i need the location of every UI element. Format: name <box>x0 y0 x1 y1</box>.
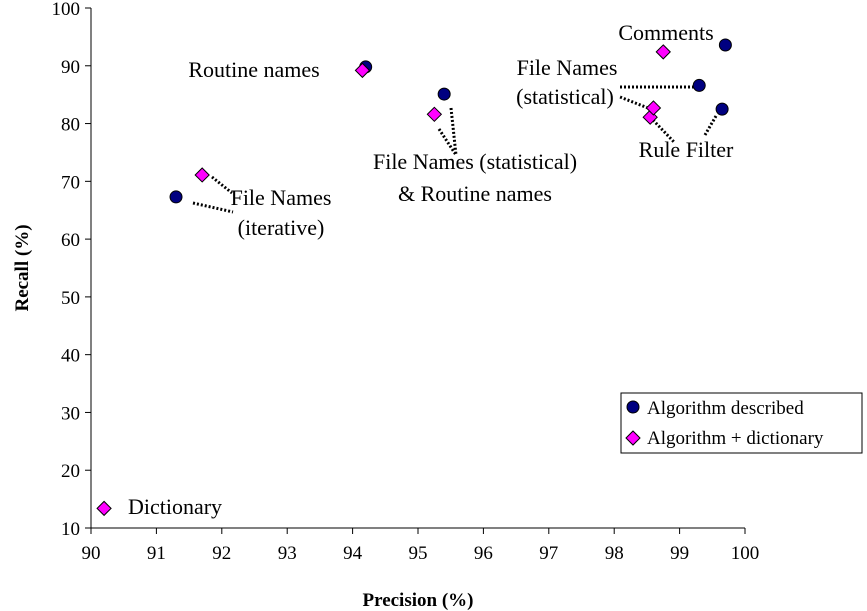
scatter-point-diamond <box>655 44 671 60</box>
x-tick-label: 98 <box>605 543 624 564</box>
x-tick-label: 95 <box>409 543 428 564</box>
scatter-point-circle <box>692 78 706 92</box>
scatter-point-diamond <box>96 500 112 517</box>
point-annotation: File Names <box>231 185 332 210</box>
y-tick-label: 90 <box>61 57 80 78</box>
scatter-point-circle <box>169 190 183 204</box>
point-annotation: Rule Filter <box>639 137 734 162</box>
x-tick-label: 91 <box>147 543 166 564</box>
y-tick-label: 40 <box>61 346 80 367</box>
y-axis-title: Recall (%) <box>12 224 33 311</box>
legend-box <box>620 392 863 454</box>
x-tick-label: 97 <box>539 543 558 564</box>
point-annotation: Dictionary <box>128 494 222 519</box>
scatter-point-diamond <box>426 106 443 123</box>
scatter-point-diamond <box>645 100 662 116</box>
point-annotation: (statistical) <box>516 84 614 109</box>
y-tick-label: 70 <box>61 172 80 193</box>
data-marks <box>96 38 732 517</box>
y-tick-label: 10 <box>61 519 80 540</box>
x-tick-label: 94 <box>343 543 363 564</box>
axis-ticks: 90 91 92 93 94 95 96 97 98 99 100 10 20 30 40 50 60 70 80 9… <box>52 0 760 564</box>
point-annotation: (iterative) <box>238 215 325 240</box>
point-annotation: Comments <box>618 20 713 45</box>
annotation-leader-lines <box>192 85 718 214</box>
leader-line <box>449 107 458 156</box>
scatter-point-circle <box>437 87 451 101</box>
legend-label-algorithm-dictionary: Algorithm + dictionary <box>647 428 824 449</box>
y-tick-label: 100 <box>52 0 81 20</box>
scatter-point-diamond <box>194 167 210 183</box>
x-tick-label: 99 <box>670 543 689 564</box>
x-tick-label: 96 <box>474 543 493 564</box>
leader-line <box>651 118 676 144</box>
x-tick-label: 100 <box>731 543 760 564</box>
y-tick-label: 20 <box>61 461 80 482</box>
y-tick-label: 50 <box>61 288 80 309</box>
leader-line <box>192 201 234 214</box>
legend-label-algorithm-described: Algorithm described <box>647 398 804 419</box>
x-tick-label: 92 <box>212 543 231 564</box>
scatter-point-circle <box>718 38 732 52</box>
legend: Algorithm described Algorithm + dictiona… <box>620 392 863 454</box>
point-annotation: File Names <box>517 55 618 80</box>
x-axis-title: Precision (%) <box>363 590 474 611</box>
y-tick-label: 80 <box>61 115 80 136</box>
y-tick-label: 60 <box>61 230 80 251</box>
scatter-point-diamond <box>354 62 371 79</box>
point-annotation: Routine names <box>188 57 319 82</box>
leader-line <box>703 115 718 136</box>
point-annotation: File Names (statistical) <box>373 149 577 174</box>
legend-marker-algorithm-dictionary <box>625 430 641 446</box>
leader-line <box>211 175 233 195</box>
scatter-point-circle <box>715 102 729 116</box>
x-tick-label: 93 <box>278 543 297 564</box>
x-tick-label: 90 <box>82 543 101 564</box>
leader-line <box>437 128 458 156</box>
leader-line <box>619 95 649 110</box>
point-annotation: & Routine names <box>398 181 552 206</box>
legend-marker-algorithm-described <box>626 400 640 414</box>
y-tick-label: 30 <box>61 403 80 424</box>
